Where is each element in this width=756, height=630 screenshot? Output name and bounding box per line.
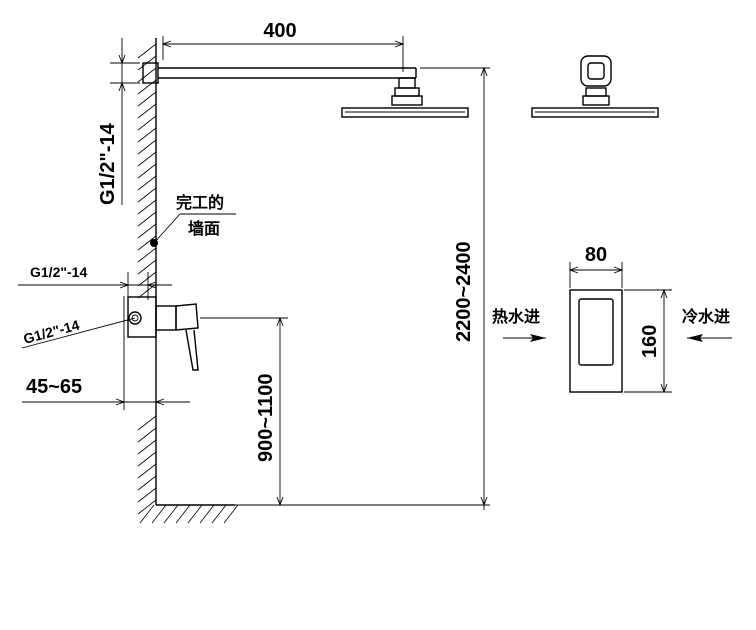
valve-side-thread-dimension: G1/2"-14 (22, 317, 136, 349)
mixer-valve (127, 296, 199, 371)
arm-length-dimension: 400 (161, 20, 405, 72)
floor-hatch-line (199, 504, 215, 524)
wall-hatch-line (137, 79, 157, 95)
arm-length-label: 400 (263, 20, 296, 42)
wall-hatch-line (137, 127, 157, 143)
wall-hatch-line (137, 247, 157, 263)
finished-wall-text-1: 完工的 (176, 193, 224, 212)
wall-hatch-line (137, 259, 157, 275)
floor-hatch-line (163, 504, 179, 524)
wall-hatch-line (137, 223, 157, 239)
floor-hatch-line (175, 504, 191, 524)
wall-hatch-line (137, 439, 157, 455)
finished-wall-note: 完工的 墙面 (150, 193, 236, 247)
floor-hatch-line (187, 504, 203, 524)
wall-hatch-line (137, 151, 157, 167)
wall-hatch-line (137, 463, 157, 479)
valve-height-dimension: 900~1100 (200, 316, 288, 507)
plate-height-label: 160 (639, 325, 661, 358)
valve-top-thread-dimension: G1/2"-14 (18, 264, 172, 300)
shower-head-side (341, 77, 469, 118)
hot-water-arrow-icon (530, 334, 546, 342)
valve-side-thread-label: G1/2"-14 (22, 317, 82, 347)
floor-hatch-line (223, 504, 239, 524)
wall-hatch-line (137, 139, 157, 155)
hot-water-label: 热水进 (492, 307, 540, 326)
wall-hatch-line (137, 487, 157, 503)
wall-hatch-line (137, 271, 157, 287)
shower-arm (142, 62, 417, 84)
wall-depth-label: 45~65 (26, 376, 82, 398)
wall-hatch-line (137, 91, 157, 107)
plate-width-dimension: 80 (568, 244, 624, 288)
finished-wall-text-2: 墙面 (188, 219, 220, 238)
cold-water-inlet: 冷水进 (682, 307, 732, 342)
floor-hatch-line (151, 504, 167, 524)
outlet-thread-dimension: G1/2"-14 (97, 38, 140, 205)
wall-hatch-line (137, 235, 157, 251)
cold-water-arrow-icon (687, 334, 703, 342)
wall-hatching (137, 43, 239, 524)
floor-hatch-line (211, 504, 227, 524)
valve-height-label: 900~1100 (255, 374, 277, 462)
wall-hatch-line (137, 427, 157, 443)
floor-hatch-line (139, 504, 155, 524)
valve-top-thread-label: G1/2"-14 (30, 264, 87, 280)
plate-width-label: 80 (585, 244, 607, 266)
wall-hatch-line (137, 283, 157, 299)
wall-depth-dimension: 45~65 (22, 296, 190, 410)
wall-hatch-line (137, 475, 157, 491)
wall-hatch-line (137, 499, 157, 515)
wall-hatch-line (137, 175, 157, 191)
wall-hatch-line (137, 451, 157, 467)
wall-hatch-line (137, 67, 157, 83)
plate-height-dimension: 160 (624, 288, 672, 394)
wall-hatch-line (137, 199, 157, 215)
wall-hatch-line (137, 43, 157, 59)
shower-height-label: 2200~2400 (453, 241, 475, 342)
wall-hatch-line (137, 163, 157, 179)
wall-hatch-line (137, 103, 157, 119)
wall-hatch-line (137, 211, 157, 227)
cold-water-label: 冷水进 (682, 307, 730, 326)
shower-head-front (531, 55, 659, 118)
wall-hatch-line (137, 187, 157, 203)
wall-hatch-line (137, 115, 157, 131)
wall-hatch-line (137, 415, 157, 431)
shower-height-dimension: 2200~2400 (235, 66, 490, 510)
outlet-thread-label: G1/2"-14 (97, 122, 119, 205)
hot-water-inlet: 热水进 (492, 307, 546, 342)
cover-plate (569, 289, 623, 393)
